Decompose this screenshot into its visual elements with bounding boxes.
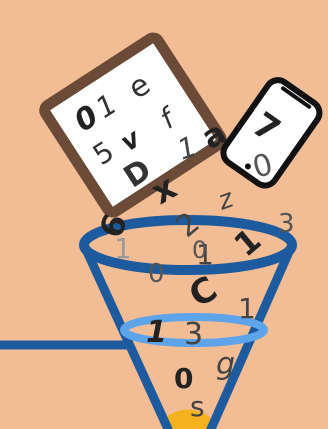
funnel-glyph: g — [216, 347, 235, 382]
falling-glyph: 1 — [114, 232, 132, 265]
funnel-glyph: 1 — [146, 315, 167, 350]
falling-glyph: z — [213, 183, 238, 217]
falling-glyph: C — [183, 269, 225, 316]
falling-glyph: 1 — [238, 292, 256, 325]
falling-glyph: 0 — [148, 259, 165, 289]
falling-glyph: 3 — [278, 209, 295, 239]
funnel-glyph: 3 — [184, 317, 203, 352]
falling-glyph: 0 — [192, 236, 207, 264]
funnel-glyph: s — [190, 390, 205, 423]
